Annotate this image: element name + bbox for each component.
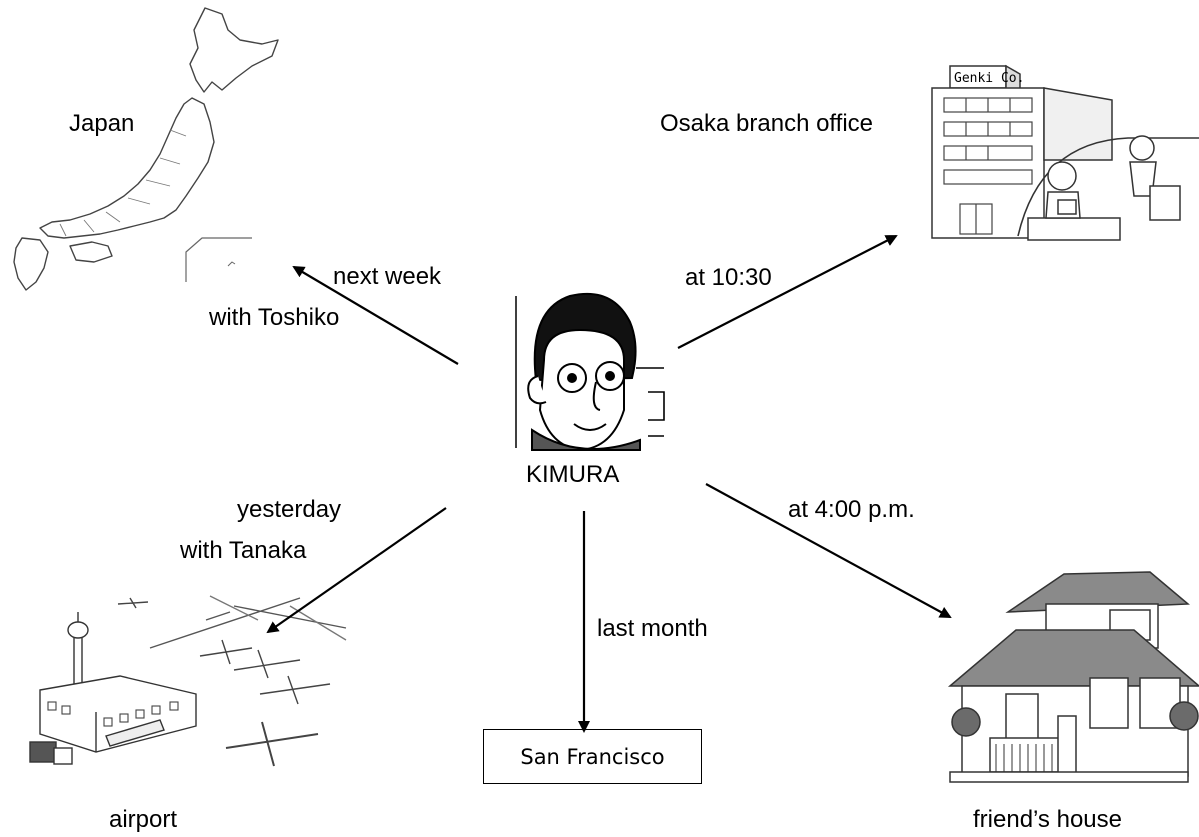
japan-label: Japan (69, 110, 135, 137)
japan-companion-label: with Toshiko (209, 304, 340, 331)
friends-house-illustration (947, 571, 1199, 783)
arrow-to-airport (266, 507, 447, 634)
friends-house-label: friend’s house (973, 806, 1122, 833)
san-francisco-label: San Francisco (520, 744, 665, 769)
japan-time-label: next week (333, 263, 442, 290)
osaka-label: Osaka branch office (660, 110, 874, 137)
airport-time-label: yesterday (237, 496, 342, 523)
kimura-portrait (515, 292, 665, 452)
airport-illustration (29, 595, 347, 767)
friends-house-time-label: at 4:00 p.m. (788, 496, 915, 523)
office-sign-text: Genki Co. (954, 71, 1024, 86)
arrows (266, 235, 952, 733)
san-francisco-time-label: last month (597, 615, 708, 642)
osaka-time-label: at 10:30 (685, 264, 772, 291)
arrow-to-osaka (677, 235, 898, 349)
san-francisco-box: San Francisco (483, 729, 702, 784)
osaka-office-illustration (931, 64, 1199, 241)
japan-map-illustration (13, 7, 279, 291)
kimura-label: KIMURA (526, 461, 620, 488)
arrow-to-japan (292, 265, 459, 365)
arrow-to-friends-house (705, 483, 952, 618)
airport-companion-label: with Tanaka (180, 537, 307, 564)
airport-label: airport (109, 806, 178, 833)
